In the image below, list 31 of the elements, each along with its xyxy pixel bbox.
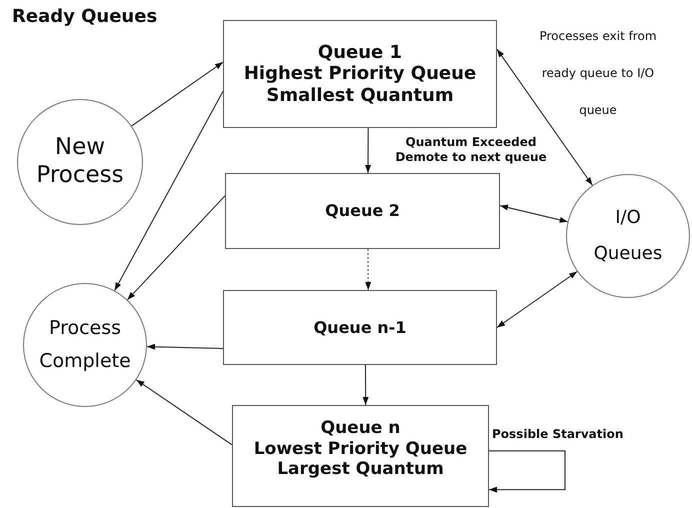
node-label: I/O Queues: [592, 206, 664, 266]
arrow: [365, 128, 372, 174]
node-label: Queue n-1: [314, 318, 406, 338]
arrow: [146, 344, 224, 350]
node-label: Largest Quantum: [277, 459, 444, 480]
queue-box: [225, 173, 500, 249]
arrow: [114, 90, 224, 292]
title: Ready Queues: [12, 6, 158, 27]
edge-label: Possible Starvation: [492, 427, 624, 441]
arrow: [496, 48, 593, 186]
edge-note: Quantum Exceeded Demote to next queue: [394, 135, 548, 165]
arrow: [126, 195, 226, 300]
arrow: [365, 248, 372, 290]
node-label: Lowest Priority Queue: [254, 438, 468, 460]
arrow: [488, 450, 566, 493]
queue-box: [232, 405, 489, 507]
arrow: [131, 62, 224, 126]
arrow: [496, 271, 578, 328]
node-label: Queue n: [320, 418, 400, 439]
node-label: Queue 1: [318, 42, 402, 64]
node-label: New Process: [35, 134, 125, 190]
node-label: Highest Priority Queue: [244, 63, 476, 85]
arrow: [136, 379, 232, 446]
note: Processes exit from ready queue to I/O queue: [538, 28, 658, 119]
node-label: Process Complete: [38, 316, 132, 374]
queue-box: [223, 20, 497, 128]
arrow: [362, 364, 369, 406]
node-label: Smallest Quantum: [266, 84, 454, 106]
queue-box: [223, 290, 497, 365]
arrow: [500, 204, 568, 223]
node-label: Queue 2: [325, 201, 400, 221]
